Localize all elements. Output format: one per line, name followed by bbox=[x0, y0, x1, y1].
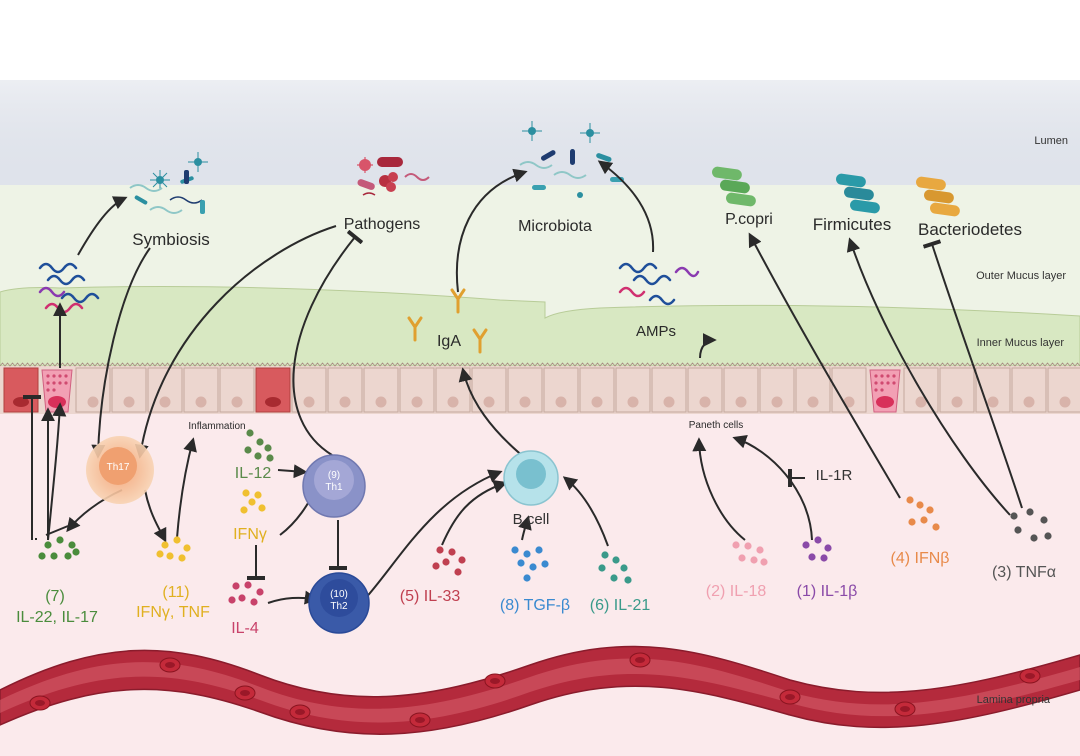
paneth-cells-label: Paneth cells bbox=[689, 420, 743, 431]
ifnb-dots-icon bbox=[906, 496, 940, 531]
amps-squiggles-icon bbox=[618, 262, 700, 306]
tnfa-dots-icon bbox=[1010, 508, 1052, 542]
th17-cell: Th17 bbox=[86, 436, 154, 504]
ifng-label: IFNγ bbox=[233, 526, 267, 543]
red-blood-cell-icon bbox=[234, 685, 256, 701]
th1-label: Th1 bbox=[325, 482, 343, 493]
lamina-propria-label: Lamina propria bbox=[977, 694, 1051, 706]
iga-antibody-icon bbox=[407, 288, 488, 354]
red-blood-cell-icon bbox=[289, 704, 311, 720]
il12-dots-icon bbox=[244, 429, 274, 462]
symbiosis-label: Symbiosis bbox=[132, 230, 209, 249]
il1b-dots-icon bbox=[802, 536, 832, 562]
epithelial-cell bbox=[1011, 367, 1047, 413]
epithelial-cell bbox=[327, 367, 363, 413]
bcell-label: B cell bbox=[513, 511, 550, 528]
red-blood-cell-icon bbox=[29, 695, 51, 711]
red-blood-cell-icon bbox=[1019, 668, 1041, 684]
cytokine-11-number: (11) bbox=[162, 584, 189, 601]
epithelial-cell bbox=[255, 367, 291, 413]
firmicutes-bacteria-icon bbox=[836, 173, 880, 214]
red-blood-cell-icon bbox=[484, 673, 506, 689]
il22-dots-icon bbox=[38, 536, 80, 560]
cytokine-2-label: (2) IL-18 bbox=[706, 583, 767, 600]
outer-mucus-label: Outer Mucus layer bbox=[976, 270, 1066, 282]
epithelial-cell bbox=[291, 367, 327, 413]
amps-label: AMPs bbox=[636, 323, 676, 340]
pcopri-label: P.copri bbox=[725, 211, 773, 228]
epithelial-cell bbox=[579, 367, 615, 413]
ifng-dots-icon bbox=[240, 489, 266, 514]
th1-number: (9) bbox=[328, 470, 340, 481]
pcopri-bacteria-icon bbox=[712, 166, 756, 207]
cytokine-11-label: IFNγ, TNF bbox=[136, 604, 210, 621]
il18-dots-icon bbox=[732, 541, 768, 566]
epithelial-cell bbox=[183, 367, 219, 413]
epithelial-cell bbox=[507, 367, 543, 413]
inner-mucus-layer bbox=[0, 286, 1080, 367]
epithelium bbox=[0, 362, 1080, 414]
pathogens-icon bbox=[357, 157, 430, 196]
epithelial-cell bbox=[3, 367, 39, 413]
connectors bbox=[23, 160, 1023, 605]
red-blood-cell-icon bbox=[629, 652, 651, 668]
inner-mucus-label: Inner Mucus layer bbox=[977, 337, 1065, 349]
th17-label: Th17 bbox=[107, 462, 130, 473]
cytokine-7-label: IL-22, IL-17 bbox=[16, 609, 98, 626]
epithelial-cell bbox=[111, 367, 147, 413]
symbiosis-bacteria-icon bbox=[129, 152, 208, 214]
lumen-label: Lumen bbox=[1034, 135, 1068, 147]
microbiota-label: Microbiota bbox=[518, 218, 592, 235]
epithelial-cell bbox=[399, 367, 435, 413]
firmicutes-label: Firmicutes bbox=[813, 215, 891, 234]
epithelial-cell bbox=[687, 367, 723, 413]
th2-cell: (10) Th2 bbox=[308, 572, 370, 634]
ifn-tnf-dots-icon bbox=[156, 536, 191, 562]
inflammation-label: Inflammation bbox=[188, 421, 245, 432]
epithelial-cell bbox=[363, 367, 399, 413]
epithelial-cell bbox=[759, 367, 795, 413]
il1r-label: IL-1R bbox=[816, 467, 853, 484]
blood-vessel bbox=[0, 645, 1080, 735]
cytokine-3-label: (3) TNFα bbox=[992, 564, 1056, 581]
cytokine-8-label: (8) TGF-β bbox=[500, 597, 570, 614]
epithelial-cell bbox=[939, 367, 975, 413]
cytokine-4-label: (4) IFNβ bbox=[891, 550, 950, 567]
cytokine-6-label: (6) IL-21 bbox=[590, 597, 651, 614]
cytokine-5-label: (5) IL-33 bbox=[400, 588, 461, 605]
bacteriodetes-bacteria-icon bbox=[916, 176, 960, 217]
epithelial-cell bbox=[615, 367, 651, 413]
epithelial-cell bbox=[75, 367, 111, 413]
pathogens-label: Pathogens bbox=[344, 216, 421, 233]
red-blood-cell-icon bbox=[409, 712, 431, 728]
th1-cell: (9) Th1 bbox=[302, 454, 366, 518]
tgfb-dots-icon bbox=[511, 546, 549, 582]
lumen-layer bbox=[0, 80, 1080, 185]
th2-number: (10) bbox=[330, 589, 348, 600]
epithelial-cell bbox=[795, 367, 831, 413]
cytokine-1-label: (1) IL-1β bbox=[797, 583, 858, 600]
il4-dots-icon bbox=[228, 581, 264, 606]
il12-label: IL-12 bbox=[235, 465, 272, 482]
epithelial-cell bbox=[219, 367, 255, 413]
b-cell: B cell bbox=[503, 450, 559, 528]
red-blood-cell-icon bbox=[779, 689, 801, 705]
iga-label: IgA bbox=[437, 333, 461, 350]
red-blood-cell-icon bbox=[894, 701, 916, 717]
il21-dots-icon bbox=[598, 551, 632, 584]
cytokine-7-number: (7) bbox=[45, 588, 65, 605]
bacteriodetes-label: Bacteriodetes bbox=[918, 220, 1022, 239]
il4-label: IL-4 bbox=[231, 620, 259, 637]
il33-dots-icon bbox=[432, 546, 466, 576]
epithelial-cell bbox=[1047, 367, 1080, 413]
epithelial-cell bbox=[869, 369, 901, 413]
epithelial-cell bbox=[651, 367, 687, 413]
th2-label: Th2 bbox=[330, 601, 348, 612]
epithelial-cell bbox=[543, 367, 579, 413]
epithelial-cell bbox=[41, 369, 73, 413]
red-blood-cell-icon bbox=[159, 657, 181, 673]
microbiota-bacteria-icon bbox=[519, 121, 624, 198]
epithelial-cell bbox=[723, 367, 759, 413]
